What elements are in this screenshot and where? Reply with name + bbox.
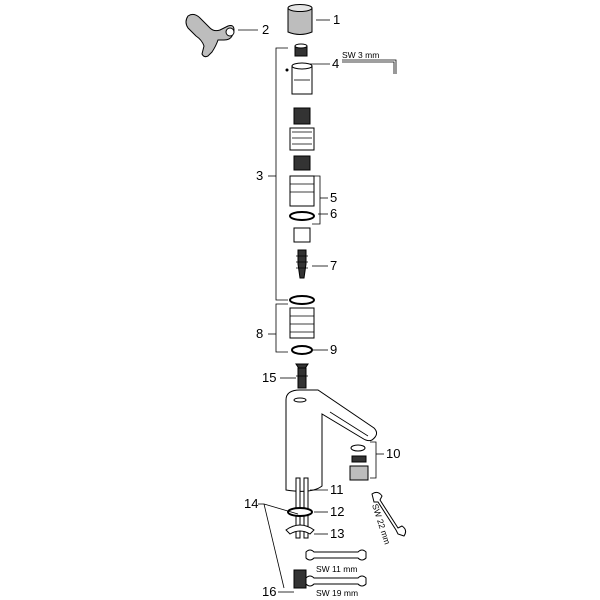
part-10-aerator	[349, 444, 369, 481]
callout-15: 15	[262, 370, 276, 385]
part-16-nut	[293, 569, 307, 589]
label-sw-3: SW 3 mm	[342, 50, 379, 60]
callout-2: 2	[262, 22, 269, 37]
label-sw-11: SW 11 mm	[316, 564, 357, 574]
part-4-screw	[294, 43, 308, 57]
label-sw-22: SW 22 mm	[370, 503, 392, 546]
callout-5: 5	[330, 190, 337, 205]
hex-key-icon	[342, 59, 397, 74]
callout-12: 12	[330, 504, 344, 519]
callout-13: 13	[330, 526, 344, 541]
part-15-stud	[296, 367, 308, 389]
label-sw-19: SW 19 mm	[316, 588, 358, 598]
wrench-22-icon	[371, 491, 407, 537]
callout-9: 9	[330, 342, 337, 357]
wrench-11-icon	[305, 549, 367, 561]
callout-10: 10	[386, 446, 400, 461]
wrench-19-icon	[305, 575, 367, 587]
callout-8: 8	[256, 326, 263, 341]
part-13-bracket	[285, 524, 315, 535]
callout-11: 11	[330, 482, 344, 497]
callout-16: 16	[262, 584, 276, 599]
callout-1: 1	[333, 12, 340, 27]
part-2-tool	[185, 13, 235, 58]
callout-6: 6	[330, 206, 337, 221]
part-1-cap	[287, 4, 313, 35]
bracket-3	[275, 47, 288, 301]
callout-7: 7	[330, 258, 337, 273]
callout-3: 3	[256, 168, 263, 183]
part-12-washer	[287, 507, 313, 517]
callout-4: 4	[332, 56, 339, 71]
cartridge-stack	[289, 62, 315, 371]
callout-14: 14	[244, 496, 258, 511]
